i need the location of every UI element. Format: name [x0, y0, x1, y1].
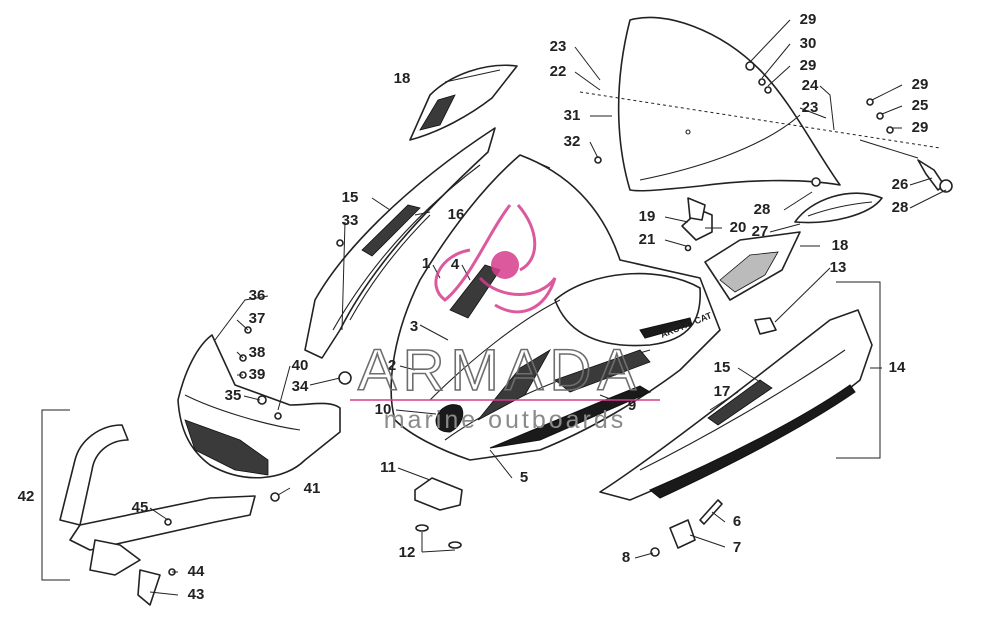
callout-22: 22 — [550, 63, 567, 80]
callout-21: 21 — [639, 231, 656, 248]
callout-8: 8 — [622, 549, 630, 566]
callout-43: 43 — [188, 586, 205, 603]
mirror-bracket — [859, 139, 953, 193]
callout-3: 3 — [410, 318, 418, 335]
bumper-tube — [59, 424, 256, 606]
hardware-fasteners — [164, 61, 894, 576]
callout-10: 10 — [375, 401, 392, 418]
callout-38: 38 — [249, 344, 266, 361]
callout-15-right: 15 — [714, 359, 731, 376]
upper-vent — [409, 64, 518, 141]
callout-29-d: 29 — [912, 119, 929, 136]
callout-29-b: 29 — [800, 57, 817, 74]
hood-main: ARCTIC CAT — [390, 154, 721, 461]
callout-34: 34 — [292, 378, 309, 395]
callout-33: 33 — [342, 212, 359, 229]
callout-36: 36 — [249, 287, 266, 304]
callout-18-upper: 18 — [394, 70, 411, 87]
alignment-line — [579, 91, 941, 149]
callout-15-left: 15 — [342, 189, 359, 206]
callout-labels: 1 2 3 4 5 6 7 8 9 10 11 12 13 14 15 15 1… — [18, 11, 929, 603]
callout-18-lower: 18 — [832, 237, 849, 254]
hood-bracket — [414, 477, 463, 549]
callout-7: 7 — [733, 539, 741, 556]
callout-28-left: 28 — [754, 201, 771, 218]
callout-35: 35 — [225, 387, 242, 404]
callout-29-a: 29 — [800, 11, 817, 28]
callout-17: 17 — [714, 383, 731, 400]
callout-24: 24 — [802, 77, 819, 94]
callout-14: 14 — [889, 359, 906, 376]
callout-13: 13 — [830, 259, 847, 276]
windshield-side-deflector — [794, 192, 883, 224]
callout-20: 20 — [730, 219, 747, 236]
watermark-title: ARMADA — [358, 338, 642, 403]
callout-16: 16 — [448, 206, 465, 223]
callout-2: 2 — [388, 357, 396, 374]
callout-12: 12 — [399, 544, 416, 561]
callout-30: 30 — [800, 35, 817, 52]
callout-5: 5 — [520, 469, 528, 486]
callout-27: 27 — [752, 223, 769, 240]
callout-19: 19 — [639, 208, 656, 225]
front-bumper-cover — [177, 334, 341, 479]
callout-29-c: 29 — [912, 76, 929, 93]
callout-26: 26 — [892, 176, 909, 193]
callout-41: 41 — [304, 480, 321, 497]
callout-23-right: 23 — [802, 99, 819, 116]
watermark-propeller-mark — [434, 204, 557, 314]
callout-4: 4 — [451, 256, 460, 273]
callout-11: 11 — [380, 459, 396, 476]
callout-40: 40 — [292, 357, 309, 374]
callout-23-left: 23 — [550, 38, 567, 55]
side-panel-right — [599, 309, 873, 501]
callout-9: 9 — [628, 397, 636, 414]
side-panel-left — [304, 127, 496, 359]
callout-45: 45 — [132, 499, 149, 516]
callout-44: 44 — [188, 563, 205, 580]
callout-32: 32 — [564, 133, 581, 150]
callout-1: 1 — [422, 255, 430, 272]
callout-28-right: 28 — [892, 199, 909, 216]
hood-badge — [435, 404, 464, 433]
callout-25: 25 — [912, 97, 929, 114]
callout-37: 37 — [249, 310, 266, 327]
callout-39: 39 — [249, 366, 266, 383]
windshield — [617, 16, 841, 192]
watermark-subtitle: marine outboards — [384, 406, 627, 434]
callout-31: 31 — [564, 107, 581, 124]
lower-bracket — [650, 499, 723, 557]
mount-bracket-19-20 — [681, 197, 713, 241]
callout-6: 6 — [733, 513, 741, 530]
side-vent-right — [704, 231, 801, 301]
callout-42: 42 — [18, 488, 35, 505]
leader-lines — [41, 19, 947, 596]
watermark-logo: ARMADA marine outboards — [350, 204, 660, 434]
